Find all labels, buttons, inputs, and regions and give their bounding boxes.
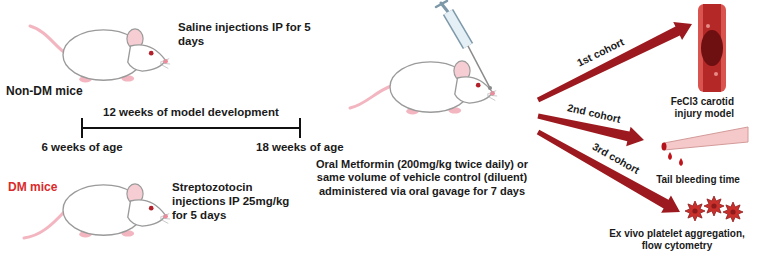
platelet-illustration xyxy=(723,202,743,222)
tail-cut xyxy=(662,143,667,151)
outcome-panel: Tail bleeding time xyxy=(644,126,752,191)
timeline-label: 12 weeks of model development xyxy=(102,106,280,120)
mouse-tail xyxy=(24,212,64,238)
syringe-barrel xyxy=(448,12,468,46)
platelet-illustration xyxy=(704,196,724,216)
group-panel: Non-DM mice Saline injections IP for 5 da… xyxy=(0,0,330,104)
procedure-note: Saline injections IP for 5 days xyxy=(178,20,318,48)
timeline-label: 18 weeks of age xyxy=(255,141,345,155)
mouse-tail xyxy=(30,26,64,52)
thrombus xyxy=(701,30,723,66)
mouse-illustration xyxy=(63,29,170,83)
outcome-label: Tail bleeding time xyxy=(646,174,750,186)
outcome-label: Ex vivo platelet aggregation, flow cytom… xyxy=(602,228,752,252)
gavage-needle-tip xyxy=(488,86,492,90)
mouse-tail xyxy=(350,86,391,108)
cohort-label: 2nd cohort xyxy=(566,101,624,126)
gavage-needle xyxy=(468,46,490,88)
blood-drop xyxy=(679,158,683,166)
blood-drop xyxy=(668,152,672,160)
timeline-tick xyxy=(81,118,83,138)
tail-illustration xyxy=(664,127,748,150)
group-panel: DM mice Streptozotocin injections IP 25mg… xyxy=(0,156,330,256)
outcome-label: FeCl3 carotid injury model xyxy=(654,96,734,120)
treatment-panel: Oral Metformin (200mg/kg twice daily) or… xyxy=(306,8,538,203)
group-label: DM mice xyxy=(8,180,57,195)
cohort-label: 3rd cohort xyxy=(590,140,643,177)
cohort-arrow xyxy=(537,130,680,213)
timeline-tick xyxy=(299,118,301,138)
cohort-label: 1st cohort xyxy=(574,35,627,70)
mouse-illustration xyxy=(63,184,170,238)
blood-cell xyxy=(706,24,710,28)
timeline-label: 6 weeks of age xyxy=(41,141,124,155)
timeline-line xyxy=(82,127,300,129)
cohort-arrow xyxy=(537,22,692,102)
platelet-illustration xyxy=(685,201,705,221)
syringe-plunger xyxy=(436,1,447,7)
blood-cell xyxy=(714,72,718,76)
outcome-panel: FeCl3 carotid injury model xyxy=(692,3,732,93)
vessel-wall xyxy=(698,4,726,92)
treatment-text: Oral Metformin (200mg/kg twice daily) or… xyxy=(308,158,536,198)
procedure-note: Streptozotocin injections IP 25mg/kg for… xyxy=(172,180,300,222)
group-label: Non-DM mice xyxy=(6,84,83,99)
syringe-barrel xyxy=(448,12,468,46)
mouse-illustration xyxy=(390,61,497,115)
outcome-panel: Ex vivo platelet aggregation, flow cytom… xyxy=(680,198,748,226)
